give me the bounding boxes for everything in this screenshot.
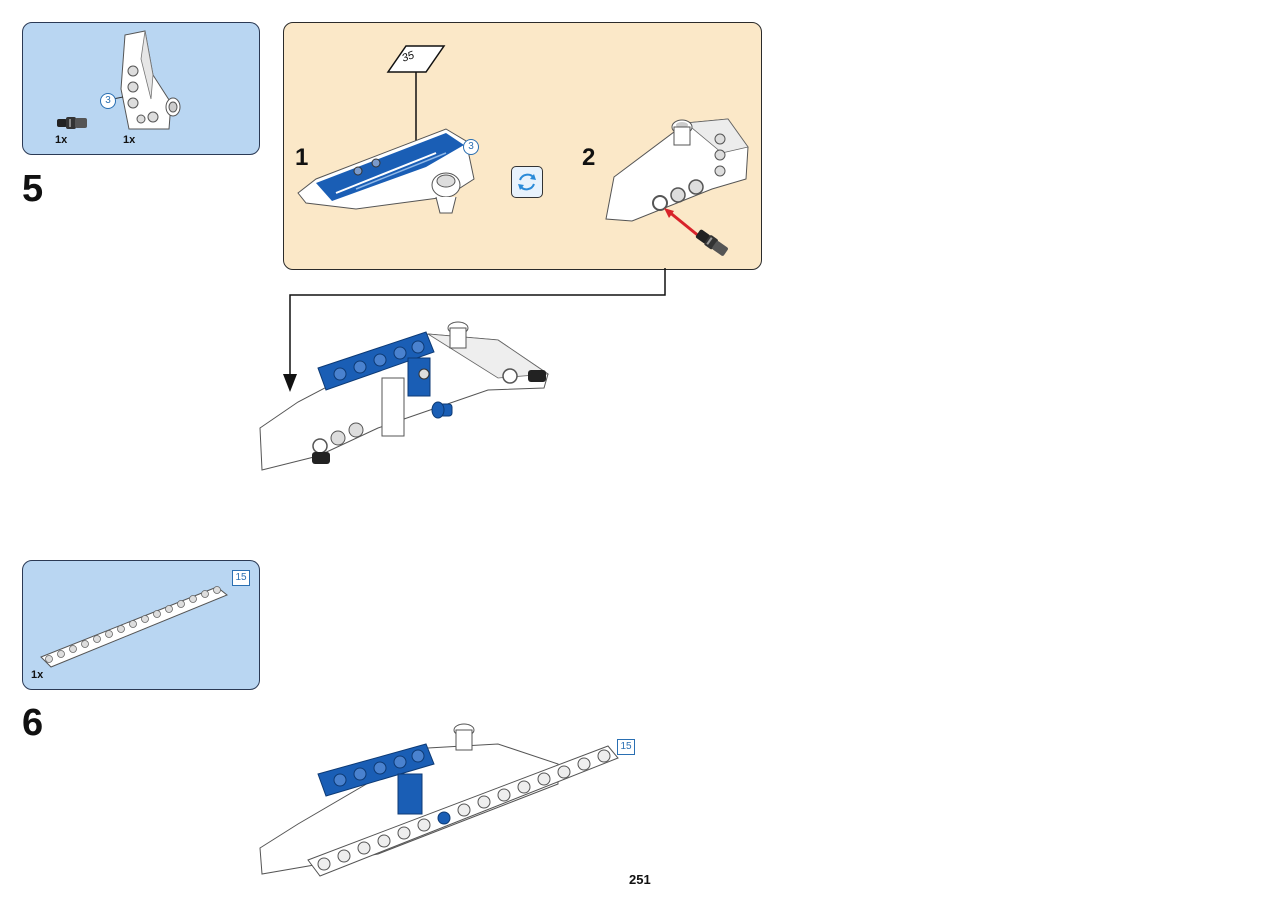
subassembly-panel: 1 2 35 3 xyxy=(283,22,762,270)
pin-with-bush-icon xyxy=(57,117,87,129)
panel-wing-icon xyxy=(112,30,181,130)
panel-callout-tag: 3 xyxy=(463,139,479,155)
page-number: 251 xyxy=(629,872,651,887)
subassembly-step-1: 1 xyxy=(295,144,309,171)
connector-arrow-icon xyxy=(283,268,666,392)
panel-with-pin-icon xyxy=(605,118,749,256)
subassembly-step-2: 2 xyxy=(582,144,596,171)
step6-parts-box: 15 1x xyxy=(22,560,260,690)
part-qty-pin: 1x xyxy=(55,134,68,146)
step-number-5: 5 xyxy=(22,168,44,210)
step5-model-illustration xyxy=(259,321,550,471)
part-qty-beam: 1x xyxy=(31,669,44,681)
step6-model-illustration xyxy=(259,723,619,877)
blue-sticker-panel-icon xyxy=(297,128,475,214)
step-number-6: 6 xyxy=(22,702,44,744)
part-callout-tag: 3 xyxy=(100,93,116,109)
beam-15-icon xyxy=(40,586,228,668)
rotate-icon xyxy=(511,166,543,198)
step5-parts-box: 3 1x 1x xyxy=(22,22,260,155)
beam-length-tag-model: 15 xyxy=(617,739,635,755)
beam-length-tag: 15 xyxy=(232,570,250,586)
part-qty-panel: 1x xyxy=(123,134,136,146)
